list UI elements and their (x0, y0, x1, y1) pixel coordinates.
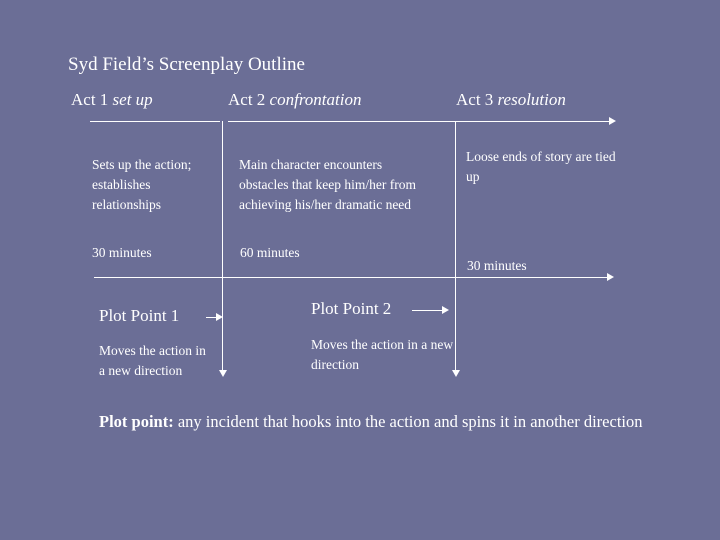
act-2-heading-normal: Act 2 (228, 90, 270, 109)
act-1-heading-normal: Act 1 (71, 90, 113, 109)
act-2-3-divider (455, 121, 456, 371)
act-2-3-divider-arrow-icon (452, 370, 460, 377)
act-2-heading-italic: confrontation (269, 90, 362, 109)
footer-term: Plot point: (99, 412, 178, 431)
act-1-2-divider (222, 121, 223, 371)
act-3-heading-italic: resolution (497, 90, 566, 109)
act-3-duration: 30 minutes (467, 258, 527, 273)
act-3-heading-normal: Act 3 (456, 90, 498, 109)
act-1-2-divider-arrow-icon (219, 370, 227, 377)
plot-point-1-arrow-icon (216, 313, 223, 321)
plot-point-2-arrow-icon (442, 306, 449, 314)
act-1-description: Sets up the action; establishes relation… (92, 157, 192, 212)
timeline-rule (94, 277, 609, 278)
act-2-duration: 60 minutes (240, 245, 300, 260)
page-title: Syd Field’s Screenplay Outline (68, 54, 305, 75)
act-3-description: Loose ends of story are tied up (466, 149, 616, 184)
plot-point-1-connector (206, 317, 218, 318)
plot-point-2-connector (412, 310, 444, 311)
footer-definition: Plot point: any incident that hooks into… (99, 409, 649, 435)
plot-point-1-description: Moves the action in a new direction (99, 343, 206, 378)
footer-definition-text: any incident that hooks into the action … (177, 412, 643, 431)
timeline-arrow-icon (607, 273, 614, 281)
act-3-underline (456, 121, 611, 122)
plot-point-1-label: Plot Point 1 (99, 306, 180, 325)
act-1-underline (90, 121, 220, 122)
act-3-arrow-icon (609, 117, 616, 125)
act-1-duration: 30 minutes (92, 245, 152, 260)
act-1-heading-italic: set up (112, 90, 153, 109)
plot-point-2-label: Plot Point 2 (311, 299, 392, 318)
act-2-description: Main character encounters obstacles that… (239, 157, 416, 212)
plot-point-2-description: Moves the action in a new direction (311, 337, 454, 372)
act-2-heading: Act 2 confrontation (228, 90, 361, 110)
act-3-heading: Act 3 resolution (456, 90, 566, 110)
act-2-underline (228, 121, 455, 122)
act-1-heading: Act 1 set up (71, 90, 153, 110)
